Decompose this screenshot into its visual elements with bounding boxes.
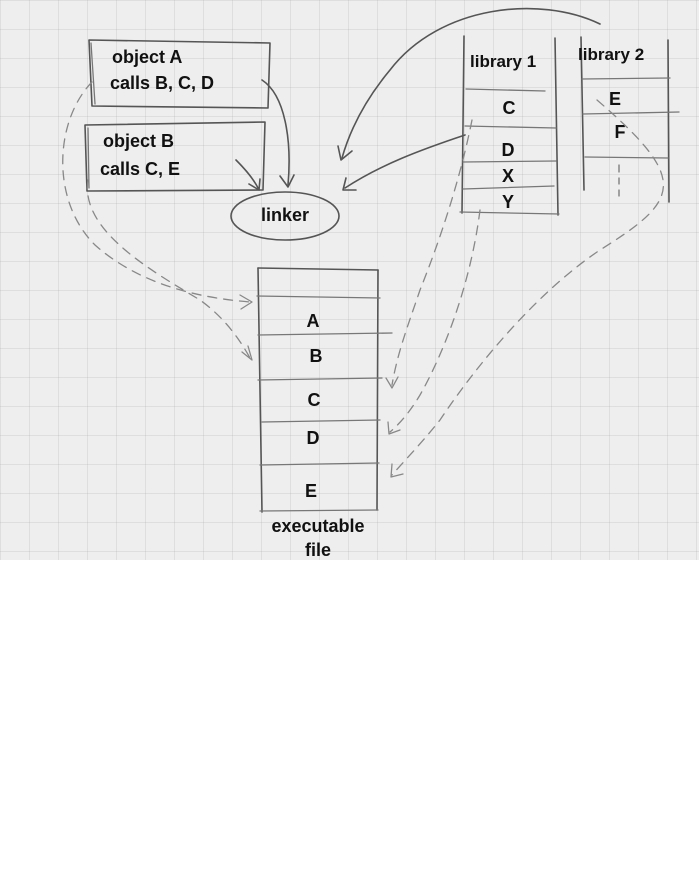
object-a-calls: calls B, C, D — [110, 73, 214, 93]
library-1-entry-d: D — [502, 140, 515, 160]
linker-node: linker — [230, 191, 340, 241]
arrow-object-b-to-linker — [235, 159, 259, 189]
arrow-object-a-to-linker — [261, 79, 290, 186]
library-1-entry-c: C — [503, 98, 516, 118]
arrow-library-2-to-linker — [341, 7, 601, 159]
object-b-box: object B calls C, E — [84, 121, 266, 192]
library-1-title: library 1 — [470, 52, 536, 71]
executable-entry-d: D — [307, 428, 320, 448]
dashed-library-2-e-to-exec-e — [391, 99, 665, 476]
executable-caption-line1: executable — [271, 516, 364, 536]
arrow-library-1-to-linker — [344, 134, 466, 189]
library-2-entry-f: F — [615, 122, 626, 142]
solid-arrows — [235, 7, 601, 191]
dashed-library-1-d-to-exec-d — [389, 209, 481, 433]
library-2: library 2 E F — [578, 36, 680, 203]
object-a-title: object A — [112, 47, 182, 67]
dashed-object-b-to-exec-b — [86, 179, 251, 359]
library-1-entry-x: X — [502, 166, 514, 186]
dashed-arrows — [62, 81, 665, 478]
linker-label: linker — [261, 205, 309, 225]
object-a-box: object A calls B, C, D — [88, 39, 271, 109]
library-1-entry-y: Y — [502, 192, 514, 212]
library-1: library 1 C D X Y — [459, 35, 560, 216]
object-b-title: object B — [103, 131, 174, 151]
dashed-library-1-c-to-exec-c — [391, 119, 473, 386]
executable-entry-a: A — [307, 311, 320, 331]
executable-entry-c: C — [308, 390, 321, 410]
library-2-entry-e: E — [609, 89, 621, 109]
object-b-calls: calls C, E — [100, 159, 180, 179]
executable-caption-line2: file — [305, 540, 331, 560]
dashed-object-a-to-exec-a — [62, 81, 251, 303]
executable-entry-e: E — [305, 481, 317, 501]
executable-file: A B C D E executable file — [256, 267, 393, 560]
library-2-title: library 2 — [578, 45, 644, 64]
executable-entry-b: B — [310, 346, 323, 366]
